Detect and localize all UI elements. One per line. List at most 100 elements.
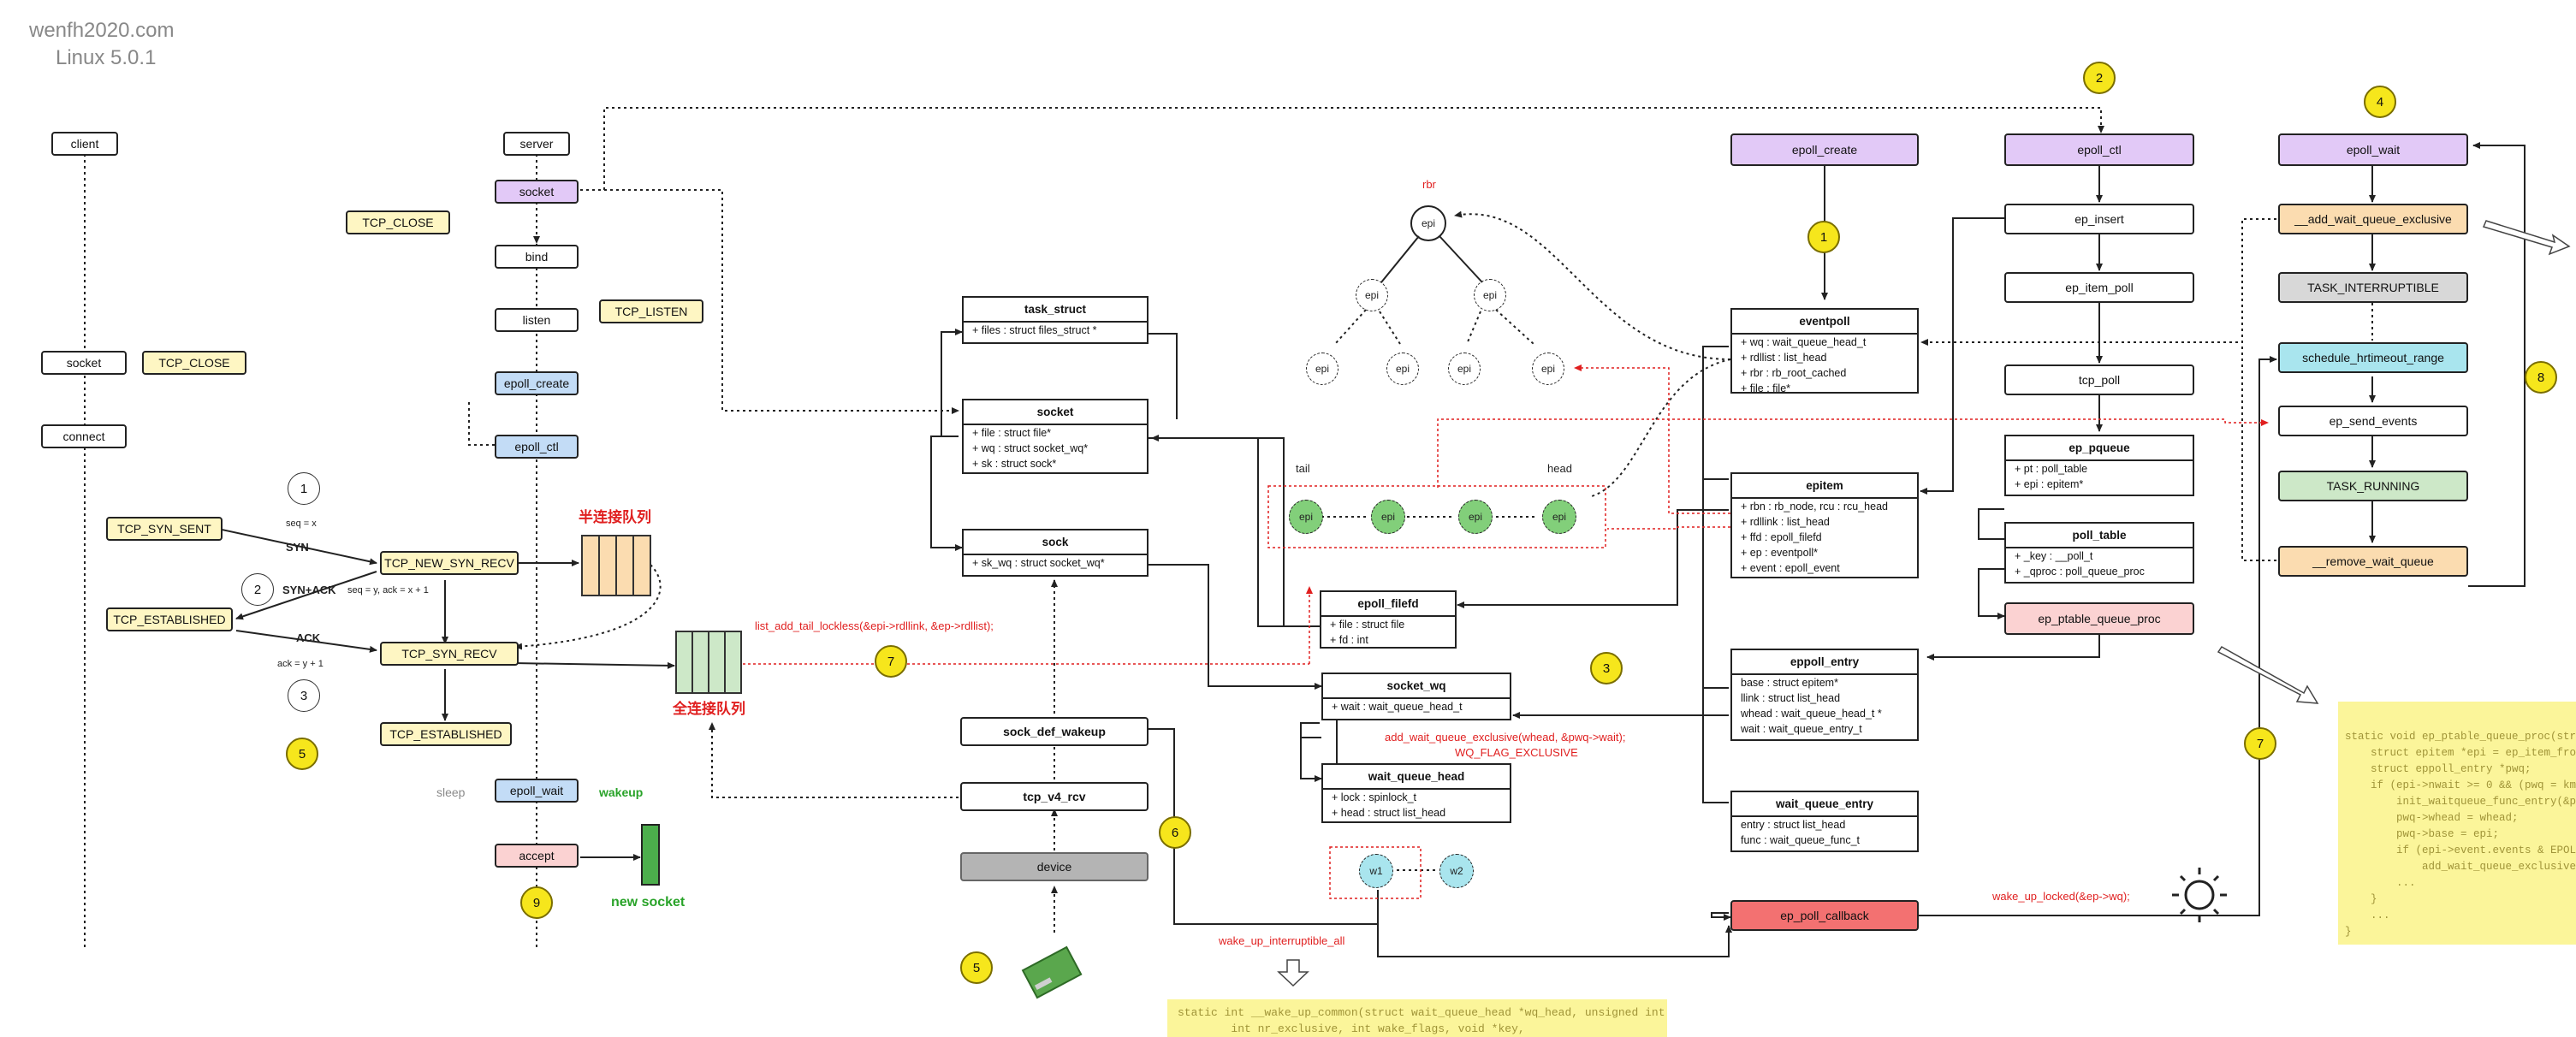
state-new-syn-recv: TCP_NEW_SYN_RECV: [380, 551, 519, 575]
eppoll-entry-title: eppoll_entry: [1732, 650, 1917, 675]
eventpoll-field: + rbr : rb_root_cached: [1741, 367, 1847, 379]
eppoll-entry-field: llink : struct list_head: [1741, 692, 1841, 704]
epitem-field: + event : epoll_event: [1741, 562, 1840, 574]
rbtree-epi: epi: [1306, 353, 1338, 385]
wait-queue-entry-field: func : wait_queue_func_t: [1741, 834, 1860, 846]
server-bind: bind: [495, 245, 579, 269]
add-wait-queue-label: add_wait_queue_exclusive(whead, &pwq->wa…: [1385, 731, 1626, 744]
eventpoll-field: + rdllist : list_head: [1741, 352, 1827, 364]
handshake-seq: seq = x: [286, 518, 317, 529]
epitem-field: + rdllink : list_head: [1741, 516, 1830, 528]
socket-title: socket: [964, 400, 1147, 425]
ep-item-poll: ep_item_poll: [2004, 272, 2194, 303]
rdllist-head-label: head: [1547, 462, 1572, 475]
half-queue-label: 半连接队列: [579, 509, 651, 525]
wakeup-label: wakeup: [599, 785, 644, 799]
eventpoll-field: + wq : wait_queue_head_t: [1741, 336, 1867, 348]
handshake-ack: ACK: [296, 631, 321, 644]
epoll-wait: epoll_wait: [2278, 133, 2468, 166]
step-5-marker-device: 5: [960, 951, 993, 984]
socket-field: + wq : struct socket_wq*: [972, 442, 1089, 454]
struct-poll-table: poll_table + _key : __poll_t + _qproc : …: [2004, 522, 2194, 584]
task-running: TASK_RUNNING: [2278, 471, 2468, 501]
full-connection-queue-icon: [675, 631, 742, 694]
step-9-marker: 9: [520, 886, 553, 919]
task-interruptible: TASK_INTERRUPTIBLE: [2278, 272, 2468, 303]
sock-title: sock: [964, 530, 1147, 555]
rbr-label: rbr: [1422, 178, 1436, 191]
handshake-syn: SYN: [286, 541, 309, 554]
code-note-ptable-queue-proc: static void ep_ptable_queue_proc(struct …: [2338, 702, 2576, 945]
task-struct-field: + files : struct files_struct *: [972, 324, 1097, 336]
tcp-v4-rcv: tcp_v4_rcv: [960, 782, 1149, 811]
tcp-poll: tcp_poll: [2004, 364, 2194, 395]
poll-table-title: poll_table: [2006, 524, 2193, 548]
rbtree-epi: epi: [1448, 353, 1481, 385]
struct-epoll-filefd: epoll_filefd + file : struct file + fd :…: [1320, 590, 1457, 649]
socket-field: + sk : struct sock*: [972, 458, 1057, 470]
add-wait-queue-exclusive: __add_wait_queue_exclusive: [2278, 204, 2468, 234]
ep-insert: ep_insert: [2004, 204, 2194, 234]
rbtree-epi: epi: [1356, 279, 1388, 311]
half-connection-queue-icon: [581, 535, 651, 596]
step-1-marker-create: 1: [1807, 221, 1840, 253]
epoll-filefd-field: + fd : int: [1330, 634, 1368, 646]
socket-wq-title: socket_wq: [1323, 674, 1510, 699]
struct-eppoll-entry: eppoll_entry base : struct epitem* llink…: [1730, 649, 1919, 741]
step-2-marker-ctl: 2: [2083, 62, 2116, 94]
rdllist-epi: epi: [1371, 500, 1405, 534]
step-8-marker: 8: [2525, 361, 2557, 394]
epoll-filefd-field: + file : struct file: [1330, 619, 1405, 631]
state-syn-recv: TCP_SYN_RECV: [380, 642, 519, 666]
epitem-field: + ep : eventpoll*: [1741, 547, 1818, 559]
ep-pqueue-field: + pt : poll_table: [2015, 463, 2088, 475]
server-epoll-wait: epoll_wait: [495, 779, 579, 803]
handshake-syn-ack: SYN+ACK: [282, 584, 336, 596]
wait-queue-head-title: wait_queue_head: [1323, 765, 1510, 790]
poll-table-field: + _key : __poll_t: [2015, 550, 2093, 562]
wait-entry-w1: w1: [1359, 854, 1393, 888]
epitem-title: epitem: [1732, 474, 1917, 499]
rdllist-epi: epi: [1289, 500, 1323, 534]
eventpoll-title: eventpoll: [1732, 310, 1917, 335]
client-header: client: [51, 132, 118, 156]
site-watermark: wenfh2020.com: [29, 19, 175, 42]
rbtree-epi: epi: [1386, 353, 1419, 385]
ep-poll-callback: ep_poll_callback: [1730, 900, 1919, 931]
wait-queue-head-field: + lock : spinlock_t: [1332, 791, 1417, 803]
rdllist-epi: epi: [1542, 500, 1576, 534]
full-queue-label: 全连接队列: [673, 701, 745, 717]
struct-wait-queue-entry: wait_queue_entry entry : struct list_hea…: [1730, 791, 1919, 852]
ep-send-events: ep_send_events: [2278, 406, 2468, 436]
wait-queue-head-field: + head : struct list_head: [1332, 807, 1446, 819]
struct-socket: socket + file : struct file* + wq : stru…: [962, 399, 1149, 474]
eventpoll-field: + file : file*: [1741, 382, 1791, 394]
state-established-client: TCP_ESTABLISHED: [106, 607, 233, 631]
step-6-marker: 6: [1159, 816, 1191, 849]
client-socket: socket: [41, 351, 127, 375]
step-4-marker: 4: [2364, 86, 2396, 118]
state-established-server: TCP_ESTABLISHED: [380, 722, 512, 746]
step-7-marker-wait: 7: [2244, 727, 2276, 760]
struct-epitem: epitem + rbn : rb_node, rcu : rcu_head +…: [1730, 472, 1919, 578]
step-1-marker: 1: [288, 472, 320, 505]
server-socket: socket: [495, 180, 579, 204]
struct-ep-pqueue: ep_pqueue + pt : poll_table + epi : epit…: [2004, 435, 2194, 496]
handshake-ack-value: ack = y + 1: [277, 659, 323, 669]
state-tcp-close-server: TCP_CLOSE: [346, 210, 450, 234]
kernel-version: Linux 5.0.1: [56, 46, 157, 69]
ep-pqueue-field: + epi : epitem*: [2015, 478, 2084, 490]
socket-field: + file : struct file*: [972, 427, 1052, 439]
wait-queue-entry-title: wait_queue_entry: [1732, 792, 1917, 817]
struct-task-struct: task_struct + files : struct files_struc…: [962, 296, 1149, 344]
ep-ptable-queue-proc: ep_ptable_queue_proc: [2004, 602, 2194, 635]
sock-def-wakeup: sock_def_wakeup: [960, 717, 1149, 746]
epoll-filefd-title: epoll_filefd: [1321, 592, 1455, 617]
server-header: server: [503, 132, 570, 156]
ep-pqueue-title: ep_pqueue: [2006, 436, 2193, 461]
step-7-marker: 7: [875, 645, 907, 678]
struct-socket-wq: socket_wq + wait : wait_queue_head_t: [1321, 673, 1511, 720]
eppoll-entry-field: base : struct epitem*: [1741, 677, 1838, 689]
device: device: [960, 852, 1149, 881]
